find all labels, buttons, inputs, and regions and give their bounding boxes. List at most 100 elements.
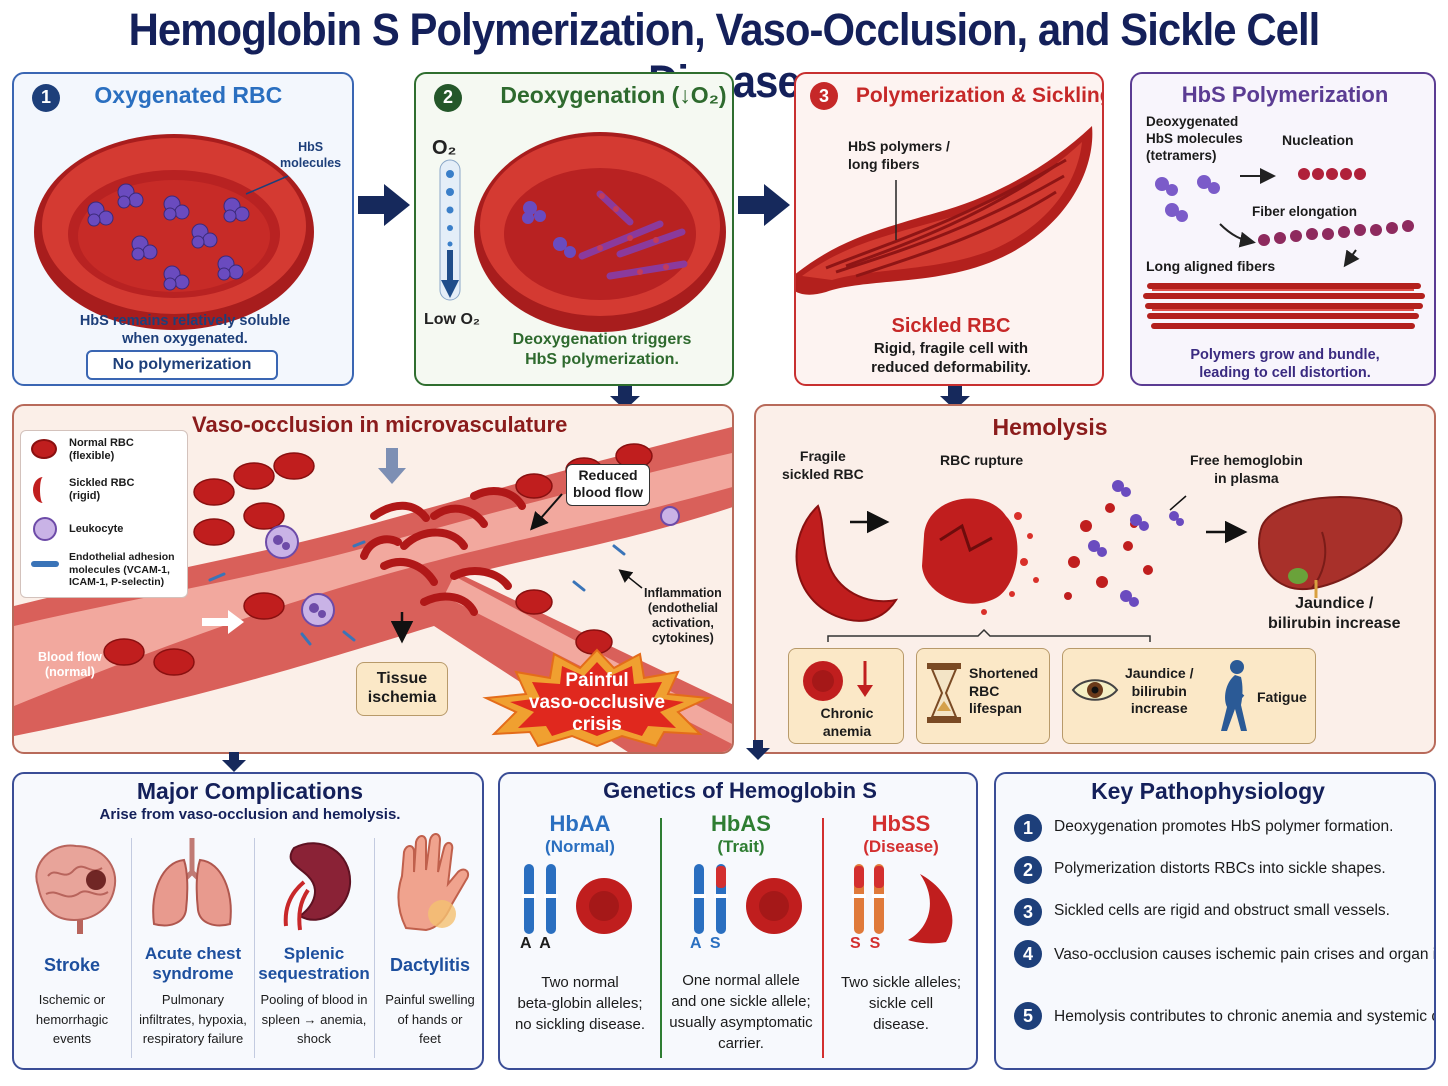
panel-polymerization-caption: Rigid, fragile cell with reduced deforma… — [871, 340, 1031, 376]
rbc-rupture-label: RBC rupture — [940, 452, 1024, 468]
key-point-number: 3 — [1014, 898, 1042, 926]
complication-name: Acute chest syndrome — [144, 944, 242, 983]
eye-icon — [1071, 679, 1119, 701]
panel-oxygenated-rbc-header: 1 Oxygenated RBC — [32, 82, 282, 112]
step-number-badge: 3 — [810, 82, 838, 110]
key-point-text: Sickled cells are rigid and obstruct sma… — [1054, 902, 1390, 919]
panel-complications: Major Complications Arise from vaso-occl… — [12, 772, 484, 1070]
effect-label: Shortened RBC lifespan — [969, 665, 1039, 716]
genotype-name: HbAA — [549, 811, 611, 836]
key-point-number: 5 — [1014, 1002, 1042, 1030]
divider — [822, 818, 824, 1058]
arrow-down-icon — [746, 740, 770, 760]
hemolysis-illustration — [795, 480, 1403, 642]
panel-deoxygenation: 2 Deoxygenation (↓O₂) O₂ Low O₂ Deoxygen… — [414, 72, 734, 386]
sickled-rbc-label: Sickled RBC — [891, 315, 1011, 337]
leukocyte-icon — [33, 517, 57, 541]
panel-polymerization-header: 3 Polymerization & Sickling — [810, 82, 1104, 110]
deoxygenated-rbc-illustration — [474, 132, 726, 332]
arrow-down-icon — [940, 386, 970, 410]
allele-label: S S — [850, 935, 881, 952]
sickle-rbc-icon — [33, 477, 53, 503]
panel-oxygenated-caption: HbS remains relatively soluble when oxyg… — [79, 313, 291, 348]
panel-title: Polymerization & Sickling — [855, 83, 1104, 107]
hbs-molecules-text: HbS molecules — [280, 140, 342, 170]
divider — [374, 838, 375, 1058]
inflammation-label: Inflammation (endothelial activation, cy… — [644, 586, 722, 645]
blood-flow-label: Blood flow (normal) — [38, 650, 102, 679]
hand-icon — [397, 833, 470, 932]
complications-subtitle: Arise from vaso-occlusion and hemolysis. — [99, 806, 401, 823]
panel-title: HbS Polymerization — [1181, 82, 1389, 107]
sickled-rbc-illustration — [796, 126, 1093, 295]
key-point-text: Polymerization distorts RBCs into sickle… — [1054, 860, 1386, 877]
step-number-badge: 2 — [434, 83, 462, 112]
jaundice-label: Jaundice / bilirubin increase — [1268, 595, 1401, 632]
complication-name: Splenic sequestration — [258, 944, 370, 983]
fragile-rbc-label: Fragile sickled RBC — [782, 448, 864, 482]
effect-label: Fatigue — [1257, 689, 1307, 705]
oxygenated-rbc-illustration — [34, 134, 314, 330]
fatigue-person-icon — [1221, 660, 1247, 731]
key-point-text: Vaso-occlusion causes ischemic pain cris… — [1054, 946, 1436, 963]
panel-key-pathophysiology: Key Pathophysiology 1 Deoxygenation prom… — [994, 772, 1436, 1070]
panel-hbs-polymerization-caption: Polymers grow and bundle, leading to cel… — [1190, 347, 1380, 382]
genotype-desc: Two sickle alleles; sickle cell disease. — [840, 974, 962, 1033]
key-point-number: 1 — [1014, 814, 1042, 842]
ruptured-rbc-icon — [922, 498, 1039, 615]
panel-hemolysis: Hemolysis Fragile sickled RBC RBC ruptur… — [754, 404, 1436, 754]
brain-icon — [35, 844, 117, 934]
divider — [254, 838, 255, 1058]
chromosome-pair-ss — [852, 864, 886, 934]
o2-low-label: Low O₂ — [424, 311, 480, 328]
rbc-down-icon — [803, 661, 873, 701]
aligned-fibers-label: Long aligned fibers — [1146, 258, 1276, 274]
reduced-blood-flow-label: Reduced blood flow — [566, 464, 650, 506]
arrow-down-icon — [222, 752, 246, 772]
effect-label: Jaundice / bilirubin increase — [1125, 665, 1194, 716]
panel-polymerization-sickling: 3 Polymerization & Sickling HbS polymers… — [794, 72, 1104, 386]
sickled-rbc-icon — [795, 504, 899, 622]
hourglass-icon — [927, 663, 961, 723]
key-point-number: 4 — [1014, 940, 1042, 968]
deoxygenated-hbs-label: Deoxygenated HbS molecules (tetramers) — [1146, 114, 1243, 163]
key-point-number: 2 — [1014, 856, 1042, 884]
genotype-type: (Trait) — [717, 837, 765, 856]
adhesion-molecule-icon — [31, 561, 59, 567]
arrow-right-icon — [358, 184, 410, 226]
allele-label: A S — [690, 935, 721, 952]
arrow-right-icon — [738, 184, 790, 226]
chronic-anemia-box: Chronic anemia — [788, 648, 904, 744]
lungs-icon — [152, 838, 232, 927]
panel-deoxygenation-caption: Deoxygenation triggers HbS polymerizatio… — [512, 331, 692, 368]
genotype-name: HbSS — [871, 811, 931, 836]
genotype-illustrations — [522, 864, 953, 944]
chromosome-pair-as — [692, 864, 728, 934]
hbs-molecules-label: HbS molecules — [280, 140, 341, 171]
painful-crisis-label: Painful vaso-occlusive crisis — [528, 670, 666, 735]
panel-title: Vaso-occlusion in microvasculature — [192, 412, 568, 437]
polymerization-steps-illustration — [1143, 168, 1425, 329]
key-point-text: Hemolysis contributes to chronic anemia … — [1054, 1008, 1434, 1025]
tissue-ischemia-label: Tissue ischemia — [356, 662, 448, 716]
complication-desc: Pulmonary infiltrates, hypoxia, respirat… — [139, 992, 247, 1046]
genotype-name: HbAS — [711, 811, 771, 836]
effect-label: Chronic anemia — [820, 705, 874, 739]
no-polymerization-badge: No polymerization — [86, 350, 278, 380]
legend-label: Sickled RBC (rigid) — [69, 477, 135, 503]
shortened-lifespan-box: Shortened RBC lifespan — [916, 648, 1050, 744]
legend-label: Normal RBC (flexible) — [69, 437, 134, 463]
complication-desc: Pooling of blood in spleen → anemia, sho… — [260, 992, 368, 1046]
liver-icon — [1258, 496, 1403, 598]
jaundice-fatigue-box: Jaundice / bilirubin increase Fatigue — [1062, 648, 1316, 744]
arrow-down-icon — [610, 386, 640, 410]
spleen-icon — [283, 842, 352, 931]
fiber-elongation-label: Fiber elongation — [1252, 204, 1358, 219]
genotype-desc: One normal allele and one sickle allele;… — [669, 972, 813, 1052]
panel-title: Genetics of Hemoglobin S — [603, 778, 877, 803]
pain-burst-icon — [482, 648, 712, 748]
allele-label: A A — [520, 935, 551, 952]
panel-title: Oxygenated RBC — [94, 82, 283, 108]
panel-vaso-occlusion: Vaso-occlusion in microvasculature Norma… — [12, 404, 734, 754]
nucleation-label: Nucleation — [1282, 132, 1354, 148]
